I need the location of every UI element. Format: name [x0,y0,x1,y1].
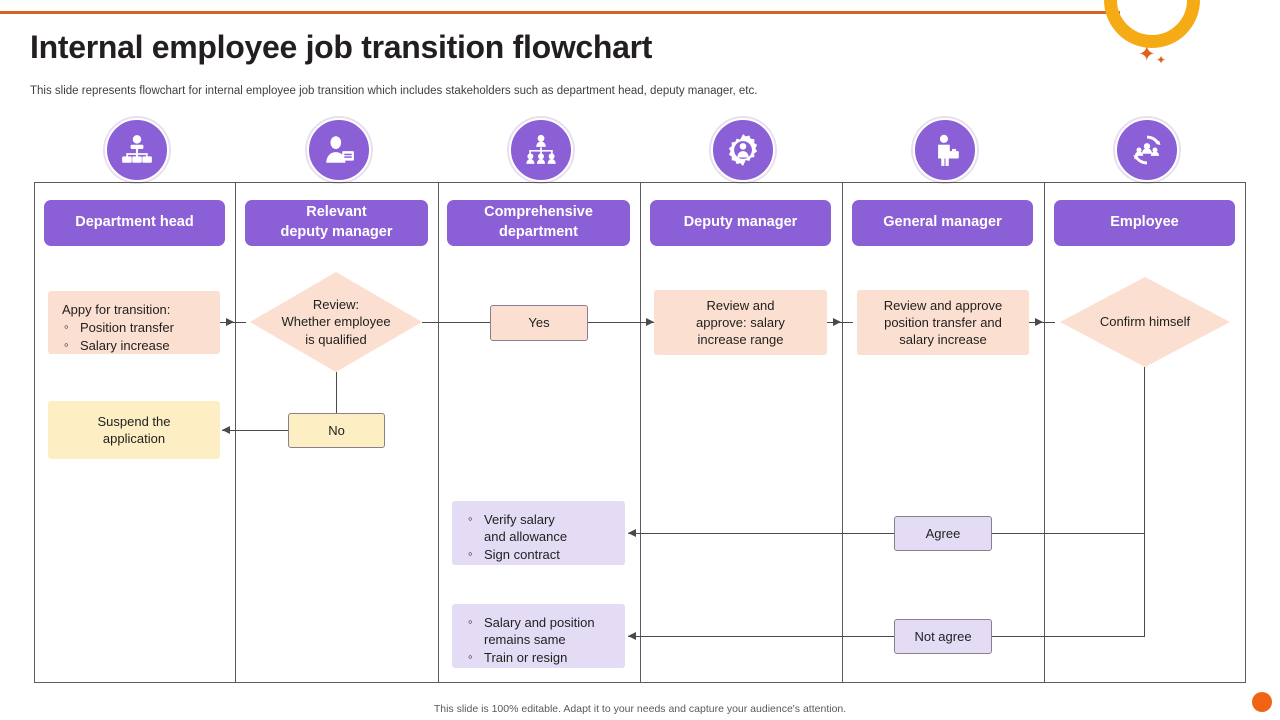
arrowhead-general-to-confirm [1035,318,1043,326]
node-remains-item-1: remains same [484,632,566,648]
gear-person-icon [711,118,775,182]
lane-header-general-manager: General manager [852,200,1033,246]
arrowhead-apply-to-review [226,318,234,326]
lane-icon-row [0,118,1280,182]
lane-header-department-head: Department head [44,200,225,246]
node-salary-remains-same: Salary and position remains same Train o… [452,604,625,668]
connector-trunk-to-notagree [992,636,1144,637]
node-verify-item-2: Sign contract [466,545,617,563]
arrowhead-deputy-to-general [833,318,841,326]
connector-notagree-to-remains [628,636,894,637]
businessman-icon [913,118,977,182]
lane-divider-2 [438,182,439,683]
lane-header-deputy-manager: Deputy manager [650,200,831,246]
lane-header-employee: Employee [1054,200,1235,246]
team-cycle-icon [1115,118,1179,182]
connector-agree-to-verify [628,533,894,534]
node-agree: Agree [894,516,992,551]
lane-divider-1 [235,182,236,683]
page-title: Internal employee job transition flowcha… [30,29,653,65]
arrowhead-no-to-suspend [222,426,230,434]
top-orange-rule [0,11,1120,14]
arrowhead-notagree-to-remains [628,632,636,640]
node-apply-item-0: Position transfer [62,318,212,336]
lane-divider-5 [1044,182,1045,683]
connector-confirm-trunk [1144,367,1145,637]
decorative-ring [1104,0,1200,48]
connector-yes-to-deputy [588,322,654,323]
node-verify-item-0: Verify salary [466,510,617,528]
team-hierarchy-icon [509,118,573,182]
footer-note: This slide is 100% editable. Adapt it to… [433,703,847,715]
connector-trunk-to-agree [992,533,1144,534]
sparkle-small-icon: ✦ [1156,53,1167,67]
org-chart-icon [105,118,169,182]
connector-no-to-suspend [222,430,288,431]
person-card-icon [307,118,371,182]
connector-review-to-yes [422,322,490,323]
arrowhead-agree-to-verify [628,529,636,537]
lane-divider-4 [842,182,843,683]
node-no: No [288,413,385,448]
connector-review-to-no [336,372,337,413]
node-apply-item-1: Salary increase [62,336,212,354]
arrowhead-yes-to-deputy [646,318,654,326]
node-yes: Yes [490,305,588,341]
node-confirm-himself-text: Confirm himself [1099,314,1191,330]
node-verify-salary: Verify salary and allowance Sign contrac… [452,501,625,565]
node-remains-item-2: Train or resign [466,648,617,666]
node-apply-lead: Appy for transition: [62,302,171,317]
node-remains-item-0: Salary and position [466,613,617,631]
lane-divider-3 [640,182,641,683]
node-confirm-himself: Confirm himself [1060,277,1230,367]
node-not-agree: Not agree [894,619,992,654]
decorative-dot [1252,692,1272,712]
page-subtitle: This slide represents flowchart for inte… [30,85,758,97]
node-apply-for-transition: Appy for transition: Position transfer S… [48,291,220,354]
sparkle-large-icon: ✦ [1138,42,1156,66]
node-verify-item-1: and allowance [484,529,568,545]
